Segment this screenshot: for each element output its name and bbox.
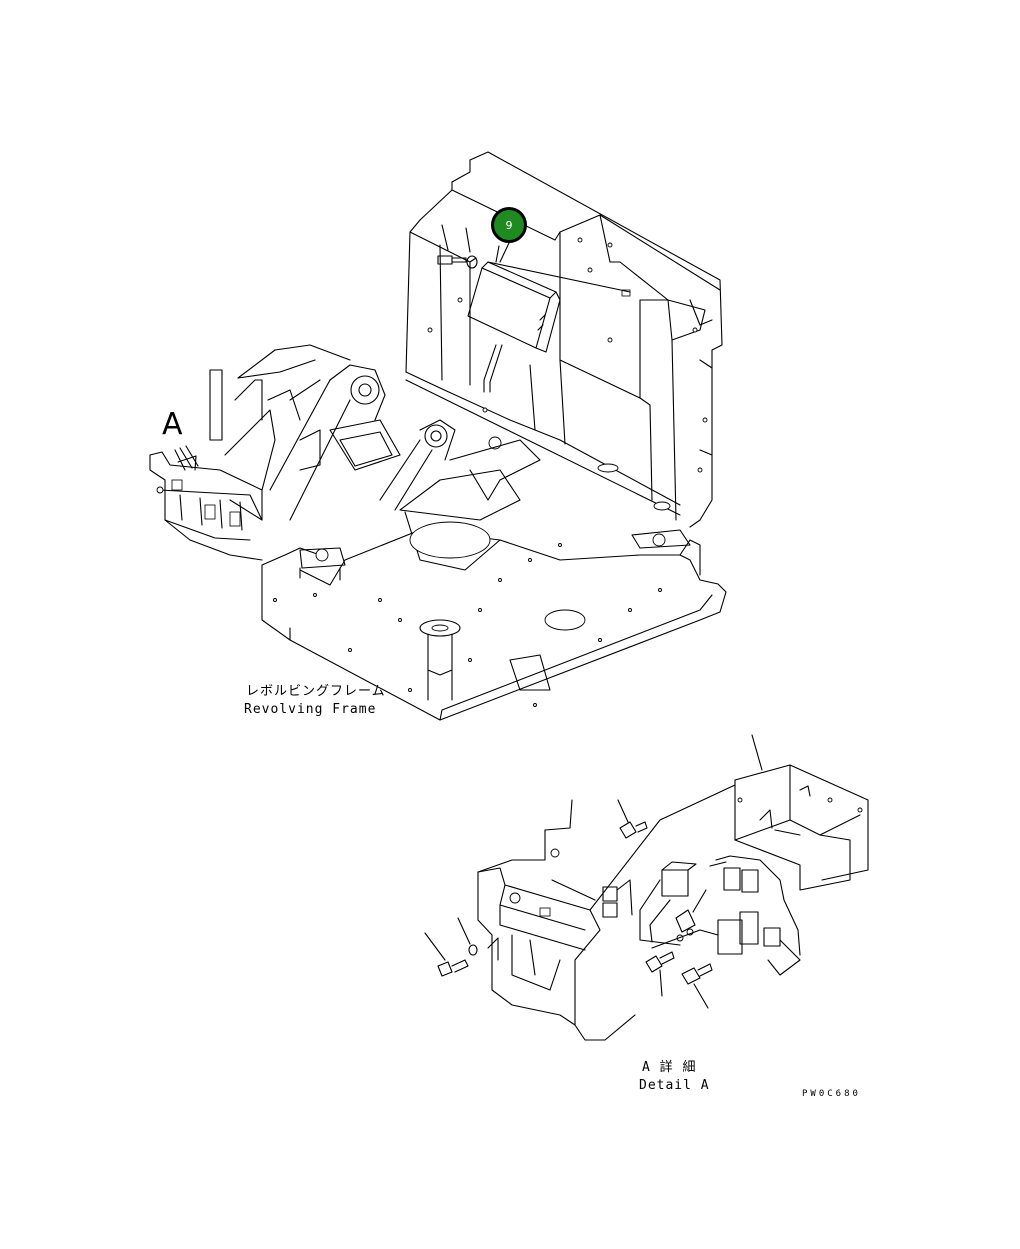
callout-9-leader [499, 242, 510, 263]
frame-label-en: Revolving Frame [244, 702, 377, 717]
view-marker-a: A [162, 407, 183, 442]
detail-label-jp: A 詳 細 [642, 1060, 697, 1075]
callout-9-badge[interactable]: 9 [491, 207, 527, 243]
rear-bulkhead-panel [405, 151, 723, 528]
drawing-code: PW0C680 [802, 1089, 861, 1099]
frame-label-jp: レボルビングフレーム [246, 684, 386, 699]
detail-a-cover [734, 734, 869, 891]
left-side-structure [209, 344, 351, 521]
center-bracket [269, 364, 541, 521]
lower-pivot-post [419, 619, 461, 701]
deck-holes [273, 543, 662, 707]
detail-a-frame [477, 784, 736, 1041]
detail-a-drawing [424, 734, 869, 1041]
controller-box [467, 245, 631, 393]
detail-label-en: Detail A [639, 1078, 710, 1093]
detail-a-relays [602, 855, 801, 976]
detail-a-bolts [424, 799, 713, 1009]
relay-bracket-area [149, 445, 263, 561]
mounting-bolt [437, 224, 478, 269]
main-deck [261, 436, 727, 721]
revolving-frame-drawing [149, 151, 727, 721]
